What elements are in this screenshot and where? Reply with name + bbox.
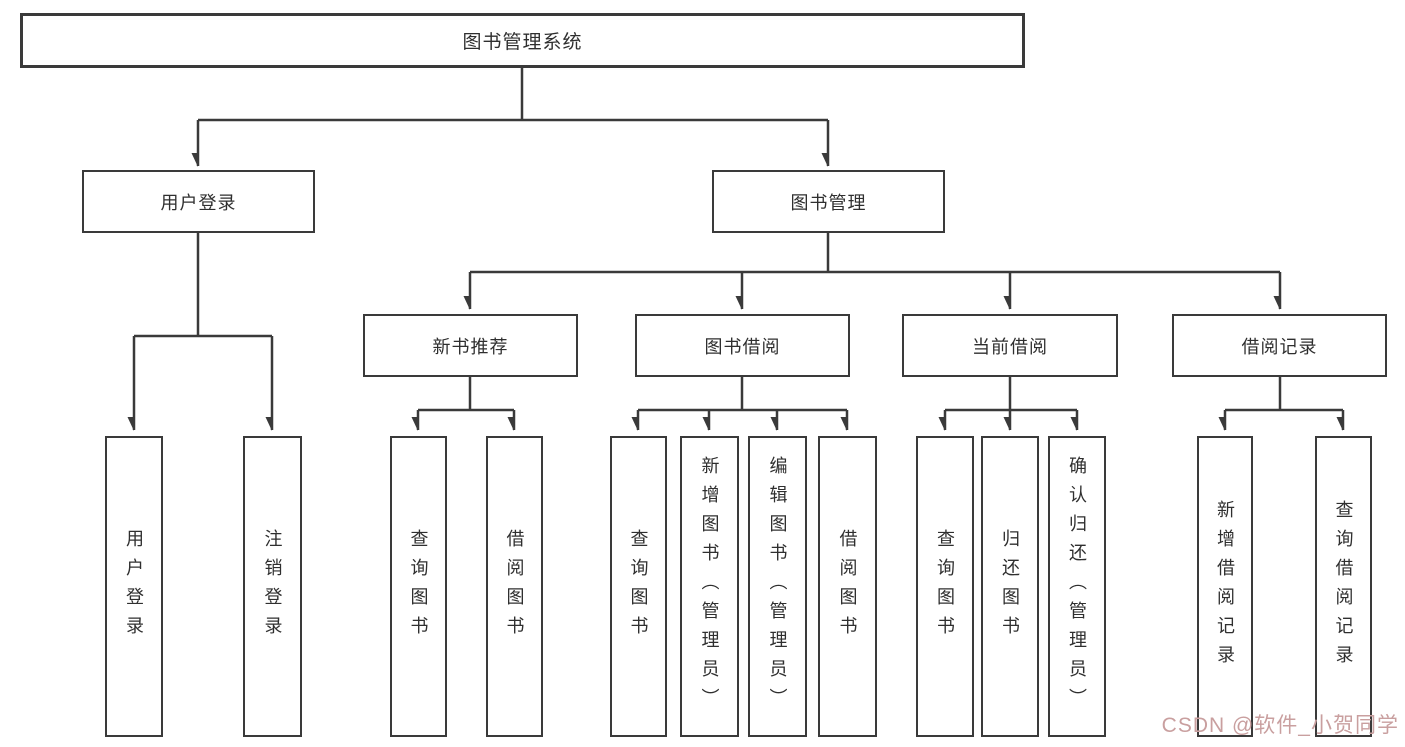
leaf-user-login: 用户登录: [105, 436, 163, 737]
leaf-query-books-recommend: 查询图书: [390, 436, 447, 737]
node-label: 当前借阅: [972, 336, 1048, 357]
node-label: 注销登录: [262, 528, 283, 645]
node-new-book-recommend: 新书推荐: [363, 314, 578, 377]
leaf-add-books-admin: 新增图书（管理员）: [680, 436, 739, 737]
node-book-management: 图书管理: [712, 170, 945, 233]
node-label: 借阅记录: [1241, 336, 1318, 357]
node-label: 新增借阅记录: [1215, 499, 1235, 674]
node-label: 图书管理系统: [462, 32, 583, 53]
leaf-add-borrow-record: 新增借阅记录: [1197, 436, 1253, 737]
node-borrowing-records: 借阅记录: [1172, 314, 1387, 377]
node-label: 图书借阅: [704, 336, 781, 357]
node-label: 图书管理: [790, 192, 867, 213]
node-root-book-management-system: 图书管理系统: [20, 13, 1025, 68]
node-label: 用户登录: [160, 192, 237, 213]
node-current-borrowing: 当前借阅: [902, 314, 1118, 377]
node-label: 编辑图书（管理员）: [767, 456, 788, 717]
node-label: 查询图书: [408, 528, 429, 645]
leaf-borrow-books: 借阅图书: [818, 436, 877, 737]
node-user-login: 用户登录: [82, 170, 315, 233]
node-label: 新书推荐: [432, 336, 509, 357]
leaf-query-borrow-record: 查询借阅记录: [1315, 436, 1372, 737]
node-book-borrowing: 图书借阅: [635, 314, 850, 377]
leaf-query-books-borrow: 查询图书: [610, 436, 667, 737]
node-label: 查询图书: [935, 528, 955, 645]
leaf-edit-books-admin: 编辑图书（管理员）: [748, 436, 807, 737]
node-label: 确认归还（管理员）: [1067, 456, 1087, 717]
node-label: 借阅图书: [504, 528, 525, 645]
node-label: 归还图书: [1000, 528, 1020, 645]
leaf-logout: 注销登录: [243, 436, 302, 737]
node-label: 新增图书（管理员）: [699, 456, 720, 717]
leaf-borrow-books-recommend: 借阅图书: [486, 436, 543, 737]
node-label: 借阅图书: [837, 528, 858, 645]
node-label: 查询借阅记录: [1333, 499, 1354, 674]
leaf-query-books-current: 查询图书: [916, 436, 974, 737]
node-label: 查询图书: [628, 528, 649, 645]
leaf-confirm-return-admin: 确认归还（管理员）: [1048, 436, 1106, 737]
leaf-return-books: 归还图书: [981, 436, 1039, 737]
node-label: 用户登录: [124, 528, 144, 645]
